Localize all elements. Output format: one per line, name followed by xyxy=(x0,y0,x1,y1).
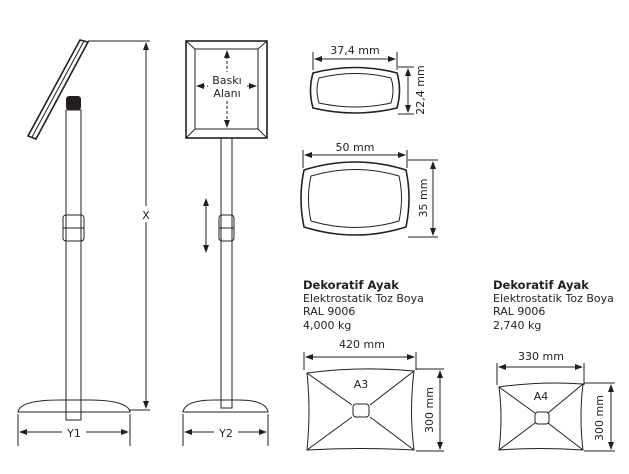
svg-text:Elektrostatik Toz Boya: Elektrostatik Toz Boya xyxy=(303,292,424,305)
svg-text:2,740 kg: 2,740 kg xyxy=(493,319,541,332)
svg-text:330 mm: 330 mm xyxy=(518,350,564,363)
profile-small: 37,4 mm 22,4 mm xyxy=(309,44,427,115)
base-a3-title: Dekoratif Ayak xyxy=(303,278,399,292)
base-a4-title: Dekoratif Ayak xyxy=(493,278,589,292)
stand-side-view: X Y1 xyxy=(17,39,152,446)
profile-small-height: 22,4 mm xyxy=(414,65,427,114)
base-a3: Dekoratif Ayak Elektrostatik Toz Boya RA… xyxy=(303,278,444,452)
base-width-label-y1: Y1 xyxy=(66,427,81,440)
svg-text:Alanı: Alanı xyxy=(213,87,240,100)
base-a4: Dekoratif Ayak Elektrostatik Toz Boya RA… xyxy=(493,278,615,452)
svg-text:4,000 kg: 4,000 kg xyxy=(303,319,351,332)
profile-large-width: 50 mm xyxy=(336,141,375,154)
print-area-label: Baskı xyxy=(212,74,241,87)
base-a3-format: A3 xyxy=(354,378,369,391)
svg-text:RAL 9006: RAL 9006 xyxy=(493,305,545,318)
profile-large-height: 35 mm xyxy=(417,179,430,218)
height-label: X xyxy=(142,209,150,222)
svg-text:420 mm: 420 mm xyxy=(339,338,385,351)
stand-front-view: Baskı Alanı Y2 xyxy=(182,40,269,446)
base-a4-format: A4 xyxy=(534,390,549,403)
svg-text:Elektrostatik Toz Boya: Elektrostatik Toz Boya xyxy=(493,292,614,305)
svg-text:RAL 9006: RAL 9006 xyxy=(303,305,355,318)
tilt-knob xyxy=(66,96,81,110)
svg-text:300 mm: 300 mm xyxy=(423,387,436,433)
base-width-label-y2: Y2 xyxy=(218,427,233,440)
svg-text:300 mm: 300 mm xyxy=(593,395,606,441)
profile-small-width: 37,4 mm xyxy=(330,44,379,57)
profile-large: 50 mm 35 mm xyxy=(300,141,438,238)
